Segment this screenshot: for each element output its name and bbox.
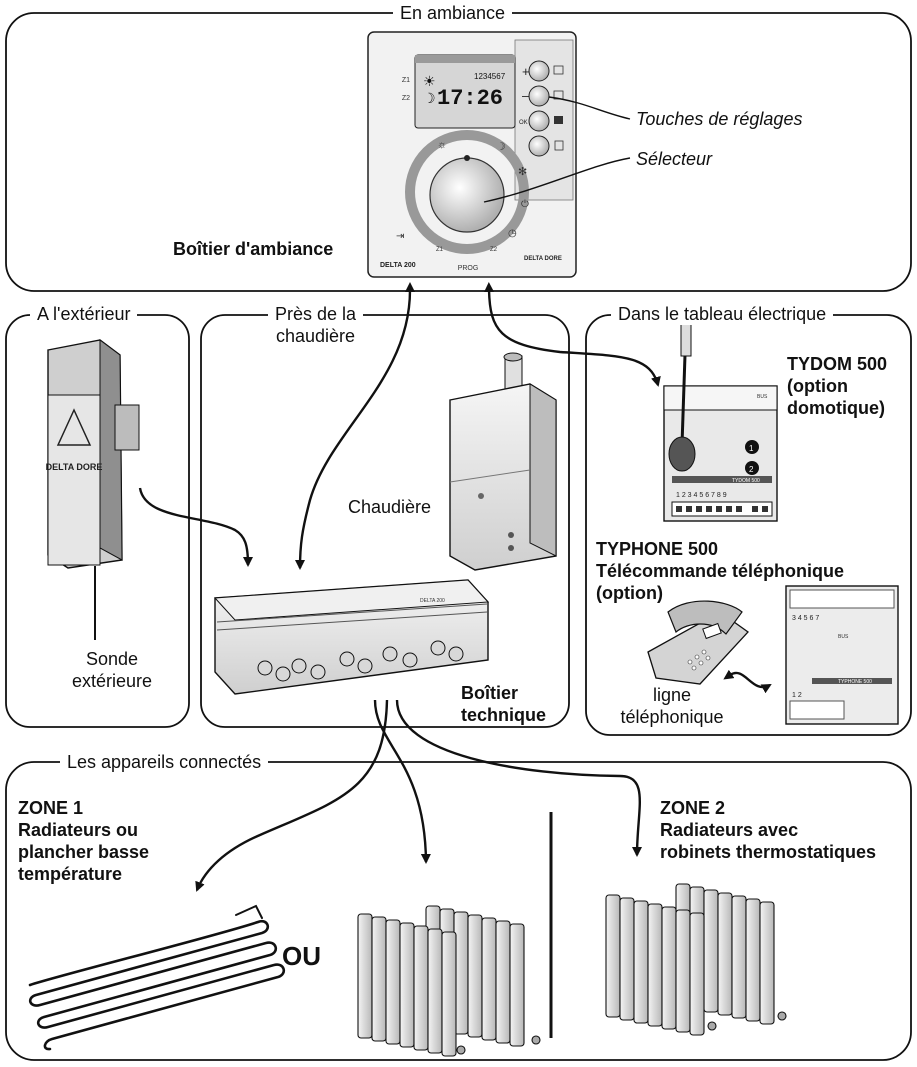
radiators-zone1 (357, 905, 541, 1057)
label-selecteur: Sélecteur (636, 149, 713, 169)
label-ou: OU (282, 941, 321, 971)
typhone-device: 3 4 5 6 7 BUS TYPHONE 500 1 2 (785, 585, 899, 725)
info-button (528, 135, 550, 157)
days-text: 1234567 (474, 72, 506, 81)
underfloor-coil (28, 904, 286, 1051)
sun-icon: ☀ (423, 73, 436, 89)
arrow-sonde-to-technique (138, 487, 253, 567)
svg-text:TYDOM 500: TYDOM 500 (732, 478, 760, 484)
ok-button (528, 110, 550, 132)
section-title-ambiance: En ambiance (393, 2, 513, 24)
svg-text:⏻: ⏻ (521, 199, 529, 210)
svg-text:OK: OK (519, 120, 528, 126)
phone-line-arrow (723, 669, 772, 694)
svg-text:1 2 3 4 5 6 7 8 9: 1 2 3 4 5 6 7 8 9 (676, 492, 727, 499)
tydom-device: 1 2 TYDOM 500 BUS 1 2 3 4 5 6 7 8 9 (663, 319, 778, 522)
svg-text:DELTA 200: DELTA 200 (420, 598, 445, 604)
svg-text:1 2: 1 2 (792, 692, 802, 699)
arrow-ambiance-tydom (484, 282, 661, 387)
section-title-tableau: Dans le tableau électrique (611, 303, 834, 325)
plus-button (528, 60, 550, 82)
label-chaudiere: Chaudière (348, 497, 432, 517)
thermostat-delta200: Z1 Z2 ☀ 1234567 ☽ 17:26 AUTO ☼ ☽ ✻ ⏻ ◷ ⇥… (367, 31, 577, 278)
label-touches: Touches de réglages (636, 109, 803, 129)
section-title-exterieur: A l'extérieur (30, 303, 138, 325)
brand-text: DELTA 200 (380, 262, 416, 269)
svg-text:BUS: BUS (838, 634, 849, 640)
svg-text:2: 2 (749, 465, 754, 474)
frame-appareils (5, 761, 912, 1061)
telephone-icon (647, 600, 749, 685)
sonde-device: DELTA DORE (46, 339, 140, 640)
z1-text: Z1 (402, 77, 410, 84)
svg-text:3 4 5 6 7: 3 4 5 6 7 (792, 615, 819, 622)
prog-text: PROG (458, 265, 479, 272)
svg-text:☽: ☽ (496, 141, 506, 153)
z2-text: Z2 (402, 95, 410, 102)
arrow-ambiance-technique (295, 282, 415, 570)
svg-text:Z1: Z1 (436, 247, 444, 253)
selector-knob (429, 157, 505, 233)
svg-text:DELTA DORE: DELTA DORE (46, 462, 103, 472)
svg-text:1: 1 (749, 444, 754, 453)
radiators-zone2 (605, 883, 787, 1036)
svg-text:+: + (522, 64, 530, 79)
logo-text: DELTA DORE (524, 256, 562, 262)
section-title-appareils: Les appareils connectés (60, 751, 269, 773)
boitier-technique-device: DELTA 200 (213, 579, 490, 695)
svg-text:◷: ◷ (508, 228, 517, 239)
svg-text:–: – (522, 88, 530, 103)
arrow-zone1-floor (195, 699, 389, 892)
svg-text:TYPHONE 500: TYPHONE 500 (838, 679, 872, 685)
svg-text:✻: ✻ (518, 166, 527, 178)
label-boitier-ambiance: Boîtier d'ambiance (173, 239, 334, 259)
moon-icon: ☽ (423, 90, 436, 106)
svg-text:BUS: BUS (757, 394, 768, 400)
svg-text:⇥: ⇥ (396, 231, 404, 242)
arrow-zone1-radiators (373, 699, 431, 864)
svg-text:Z2: Z2 (490, 247, 498, 253)
clock-text: 17:26 (437, 86, 503, 111)
minus-button (528, 85, 550, 107)
arrow-zone2 (395, 699, 643, 857)
svg-text:☼: ☼ (437, 139, 447, 151)
selector-ring (405, 130, 529, 254)
chaudiere-device (449, 352, 557, 571)
